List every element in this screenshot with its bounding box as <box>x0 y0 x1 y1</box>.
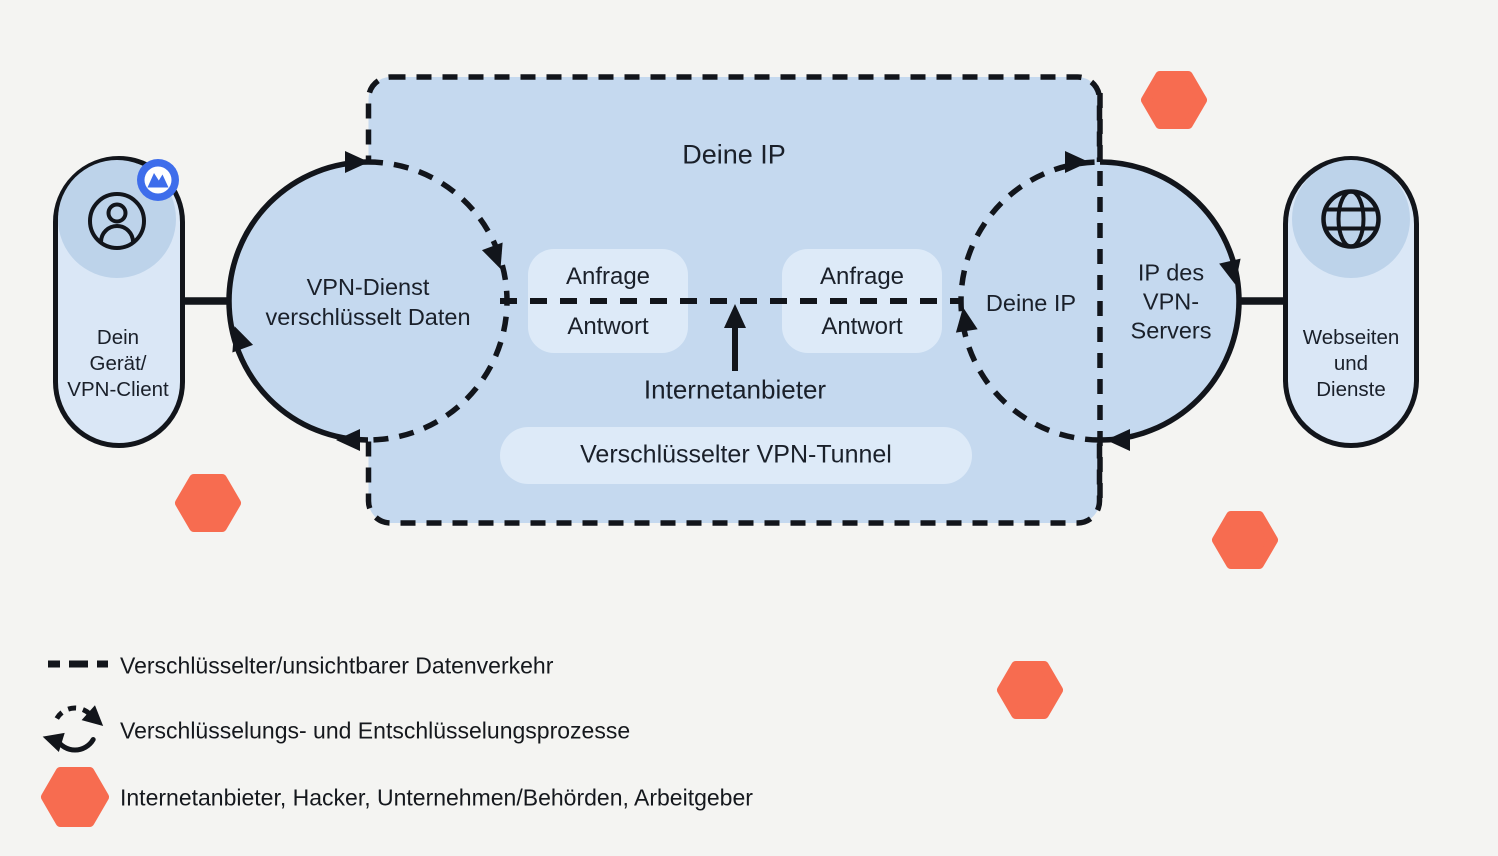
websites-capsule-label: Webseiten und Dienste <box>1302 326 1400 401</box>
your-ip-title: Deine IP <box>682 139 786 170</box>
threat-hexagon-icon <box>997 661 1063 719</box>
response-label-left: Antwort <box>567 313 649 340</box>
threat-hexagons <box>175 71 1278 719</box>
decryption-cycle-arrowheads <box>955 151 1241 451</box>
your-ip-inner-label: Deine IP <box>985 290 1077 316</box>
legend-item-encrypted-traffic: Verschlüsselter/unsichtbarer Datenverkeh… <box>120 652 554 679</box>
user-icon <box>88 192 146 250</box>
threat-hexagon-icon <box>175 474 241 532</box>
request-label-left: Anfrage <box>565 263 651 290</box>
vpn-server-ip-label: IP des VPN- Servers <box>1130 259 1212 344</box>
request-response-pill-left <box>528 249 688 353</box>
isp-label: Internetanbieter <box>643 374 827 405</box>
tunnel-label-pill <box>500 427 972 484</box>
encryption-circle-label: VPN-Dienst verschlüsselt Daten <box>265 274 471 330</box>
legend-item-threats: Internetanbieter, Hacker, Unternehmen/Be… <box>120 784 753 811</box>
request-label-right: Anfrage <box>819 263 905 290</box>
websites-capsule <box>1283 156 1419 448</box>
encryption-cycle-arrowheads <box>232 151 503 451</box>
encryption-circle-fill <box>229 162 507 440</box>
legend-item-encryption-processes: Verschlüsselungs- und Entschlüsselungspr… <box>120 717 631 744</box>
device-capsule <box>53 156 185 448</box>
threat-hexagon-icon <box>1141 71 1207 129</box>
isp-arrow <box>724 304 746 371</box>
tunnel-label: Verschlüsselter VPN-Tunnel <box>580 440 892 469</box>
nordvpn-logo-icon <box>137 159 179 201</box>
decryption-cycle-arrows <box>958 159 1242 443</box>
cycle-arrows-icon <box>42 705 104 753</box>
globe-icon <box>1321 189 1381 249</box>
response-label-right: Antwort <box>821 313 903 340</box>
device-capsule-label: Dein Gerät/ VPN-Client <box>67 326 169 401</box>
threat-hexagon-icon <box>1212 511 1278 569</box>
threat-hexagon-icon <box>41 767 109 827</box>
